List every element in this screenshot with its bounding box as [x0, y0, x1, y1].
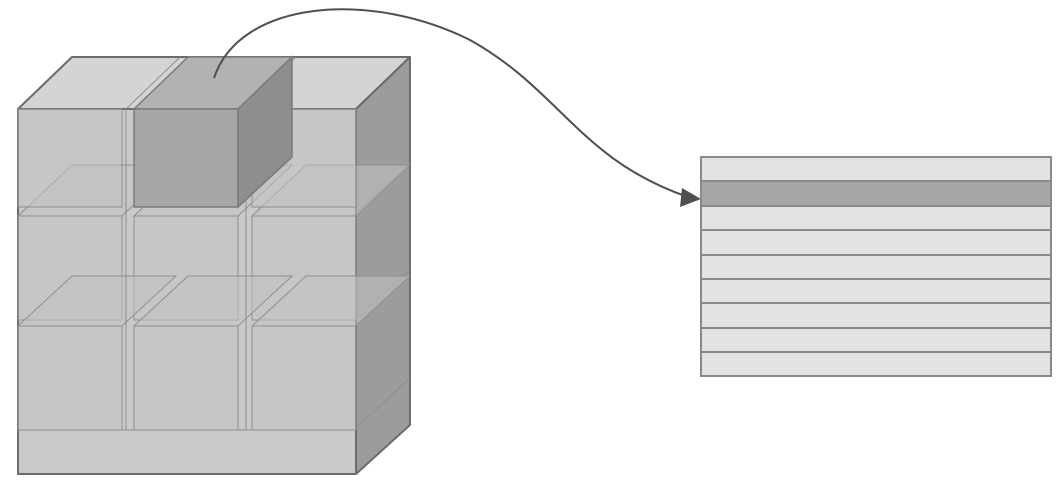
list-row-highlighted: [700, 180, 1052, 207]
cube-side-divider: [355, 377, 411, 429]
curved-arrow: [213, 8, 701, 207]
cube-3x3-grid: [16, 55, 412, 475]
curved-arrow-line: [213, 8, 689, 198]
cube-cell: [133, 325, 239, 431]
stacked-rows: [700, 156, 1052, 377]
cube-cell: [17, 108, 123, 208]
highlighted-voxel-front: [133, 108, 239, 208]
highlighted-voxel: [132, 55, 294, 209]
cube-side-face: [355, 56, 411, 475]
cube-cell: [17, 325, 123, 431]
cube-top-divider: [125, 56, 181, 110]
curved-arrow-head: [680, 188, 701, 207]
cube-cell: [251, 325, 357, 431]
